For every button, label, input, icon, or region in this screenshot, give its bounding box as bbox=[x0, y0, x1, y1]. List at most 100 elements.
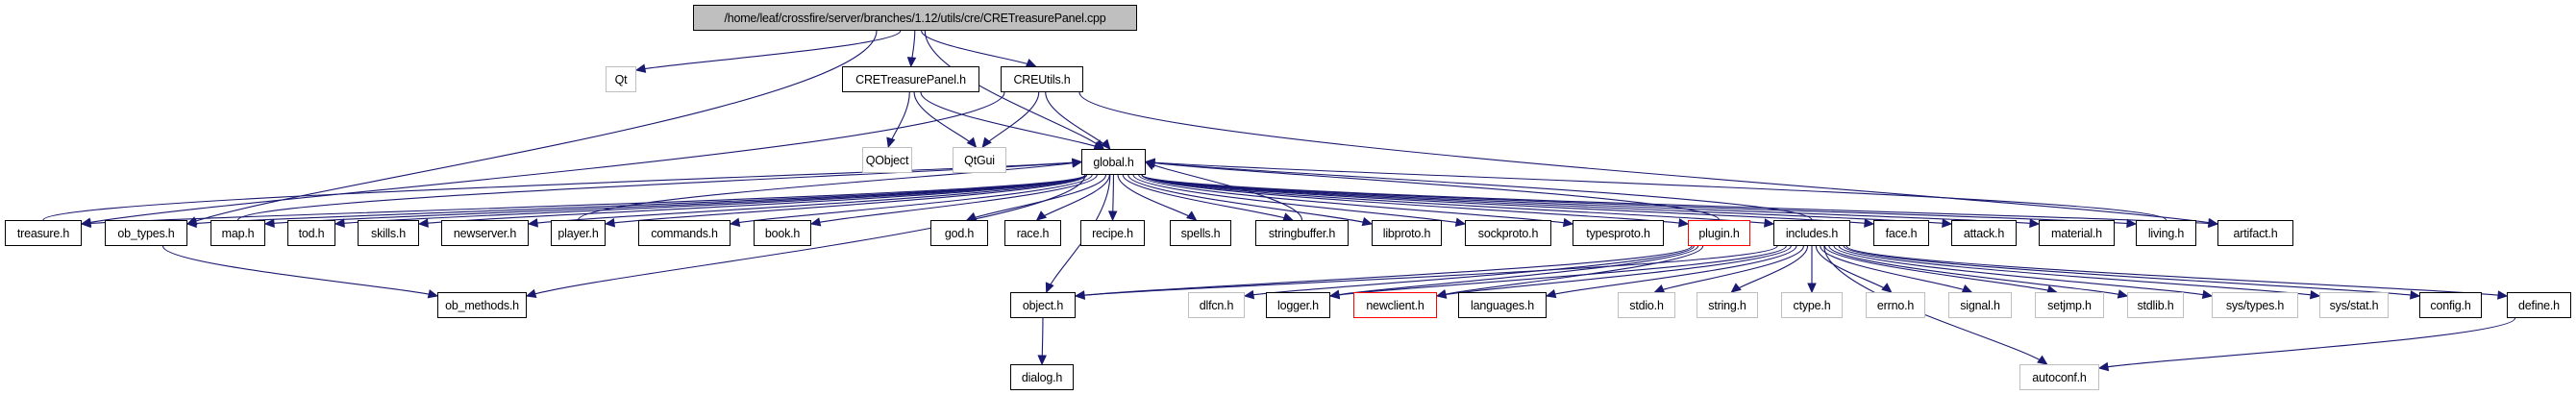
node-newclient-h[interactable]: newclient.h bbox=[1353, 292, 1437, 318]
node-CREUtils-h[interactable]: CREUtils.h bbox=[1001, 66, 1083, 92]
node-artifact-h[interactable]: artifact.h bbox=[2217, 220, 2293, 246]
node-dialog-h[interactable]: dialog.h bbox=[1010, 364, 1074, 390]
node-face-h[interactable]: face.h bbox=[1873, 220, 1929, 246]
node-CRETreasurePanel-h[interactable]: CRETreasurePanel.h bbox=[842, 66, 979, 92]
edge-arrowhead bbox=[186, 218, 197, 229]
edge-includes-h-to-object-h bbox=[1075, 245, 1778, 297]
edge-arrowhead bbox=[1037, 355, 1047, 366]
edge-arrowhead bbox=[1454, 217, 1467, 227]
node-map-h[interactable]: map.h bbox=[211, 220, 265, 246]
edge-arrowhead bbox=[604, 217, 616, 228]
edge-plugin-h-to-object-h bbox=[1075, 245, 1693, 297]
edge-global-h-to-attack-h bbox=[1141, 174, 1952, 225]
edge-CREUtils-h-to-QtGui bbox=[981, 91, 1040, 148]
node-QtGui: QtGui bbox=[953, 147, 1006, 173]
edge-global-h-to-includes-h bbox=[1141, 174, 1774, 225]
edge-arrowhead bbox=[527, 218, 538, 228]
node-stdio-h: stdio.h bbox=[1618, 292, 1675, 318]
edge-arrowhead bbox=[1678, 218, 1690, 228]
edge-arrowhead bbox=[2097, 361, 2110, 372]
edge-root-to-CREUtils-h bbox=[921, 30, 1036, 67]
edge-global-h-to-libproto-h bbox=[1127, 174, 1373, 225]
node-setjmp-h: setjmp.h bbox=[2035, 292, 2104, 318]
node-libproto-h[interactable]: libproto.h bbox=[1372, 220, 1442, 246]
node-stringbuffer-h[interactable]: stringbuffer.h bbox=[1255, 220, 1349, 246]
edge-arrowhead bbox=[809, 217, 822, 227]
node-ctype-h: ctype.h bbox=[1781, 292, 1843, 318]
node-ob-methods-h[interactable]: ob_methods.h bbox=[437, 292, 527, 318]
edge-includes-h-to-setjmp-h bbox=[1823, 245, 2057, 293]
edge-root-to-Qt bbox=[635, 30, 902, 71]
edge-includes-h-to-autoconf-h bbox=[1823, 245, 2047, 365]
node-logger-h[interactable]: logger.h bbox=[1266, 292, 1330, 318]
edge-includes-h-to-sys-types-h bbox=[1833, 245, 2213, 297]
node-newserver-h[interactable]: newserver.h bbox=[441, 220, 529, 246]
edge-global-h-to-stringbuffer-h bbox=[1122, 174, 1293, 221]
edge-includes-h-to-config-h bbox=[1843, 245, 2420, 297]
node-race-h[interactable]: race.h bbox=[1004, 220, 1061, 246]
node-string-h: string.h bbox=[1697, 292, 1758, 318]
node-god-h[interactable]: god.h bbox=[930, 220, 988, 246]
node-global-h[interactable]: global.h bbox=[1081, 149, 1146, 175]
edge-includes-h-to-logger-h bbox=[1329, 245, 1787, 297]
edge-CREUtils-h-to-artifact-h bbox=[1078, 91, 2218, 225]
node-object-h[interactable]: object.h bbox=[1010, 292, 1076, 318]
edge-includes-h-to-string-h bbox=[1731, 245, 1809, 293]
node-autoconf-h: autoconf.h bbox=[2019, 364, 2099, 390]
node-book-h[interactable]: book.h bbox=[754, 220, 811, 246]
edge-arrowhead bbox=[2117, 289, 2129, 299]
node-typesproto-h[interactable]: typesproto.h bbox=[1573, 220, 1664, 246]
node-living-h[interactable]: living.h bbox=[2136, 220, 2196, 246]
edge-arrowhead bbox=[1545, 288, 1557, 299]
node-recipe-h[interactable]: recipe.h bbox=[1080, 220, 1145, 246]
edge-arrowhead bbox=[634, 63, 647, 73]
edge-includes-h-to-stdlib-h bbox=[1828, 245, 2128, 297]
edge-arrowhead bbox=[886, 136, 896, 149]
edge-CREUtils-h-to-treasure-h bbox=[81, 91, 1005, 225]
edge-CREUtils-h-to-global-h bbox=[1045, 91, 1111, 150]
node-skills-h[interactable]: skills.h bbox=[358, 220, 419, 246]
node-material-h[interactable]: material.h bbox=[2039, 220, 2115, 246]
edge-arrowhead bbox=[427, 289, 439, 299]
edge-arrowhead bbox=[417, 218, 429, 228]
node-tod-h[interactable]: tod.h bbox=[287, 220, 335, 246]
edge-global-h-to-ob-methods-h bbox=[526, 174, 1086, 297]
edge-global-h-to-newserver-h bbox=[528, 174, 1086, 225]
node-plugin-h[interactable]: plugin.h bbox=[1688, 220, 1750, 246]
edge-living-h-to-global-h bbox=[1145, 160, 2167, 221]
node-sockproto-h[interactable]: sockproto.h bbox=[1465, 220, 1551, 246]
edge-includes-h-to-newclient-h bbox=[1436, 245, 1792, 297]
node-player-h[interactable]: player.h bbox=[551, 220, 606, 246]
edge-arrowhead bbox=[2208, 218, 2219, 229]
edge-arrowhead bbox=[2309, 289, 2321, 300]
edge-arrowhead bbox=[729, 217, 741, 228]
node-QObject: QObject bbox=[862, 147, 912, 173]
edge-arrowhead bbox=[334, 218, 345, 228]
edge-root-to-ob-types-h bbox=[186, 30, 878, 225]
edge-global-h-to-artifact-h bbox=[1141, 174, 2218, 225]
edge-root-to-global-h bbox=[924, 30, 1104, 150]
edge-arrowhead bbox=[1730, 283, 1742, 293]
node-config-h[interactable]: config.h bbox=[2419, 292, 2482, 318]
edge-global-h-to-material-h bbox=[1141, 174, 2040, 225]
node-ob-types-h[interactable]: ob_types.h bbox=[105, 220, 187, 246]
edge-global-h-to-face-h bbox=[1141, 174, 1874, 225]
node-includes-h[interactable]: includes.h bbox=[1773, 220, 1850, 246]
node-attack-h[interactable]: attack.h bbox=[1951, 220, 2017, 246]
edge-global-h-to-ob-types-h bbox=[186, 174, 1086, 225]
node-spells-h[interactable]: spells.h bbox=[1170, 220, 1231, 246]
node-define-h[interactable]: define.h bbox=[2507, 292, 2571, 318]
edge-arrowhead bbox=[80, 218, 91, 229]
node-treasure-h[interactable]: treasure.h bbox=[5, 220, 82, 246]
node-signal-h: signal.h bbox=[1948, 292, 2012, 318]
edge-arrowhead bbox=[1361, 216, 1374, 227]
edge-CRETreasurePanel-h-to-global-h bbox=[920, 91, 1104, 150]
edge-arrowhead bbox=[2497, 290, 2509, 300]
edge-arrowhead bbox=[966, 136, 978, 148]
node-Qt: Qt bbox=[606, 66, 636, 92]
node-commands-h[interactable]: commands.h bbox=[638, 220, 731, 246]
edge-player-h-to-global-h bbox=[577, 160, 1082, 221]
edge-global-h-to-race-h bbox=[1036, 174, 1110, 221]
node-languages-h[interactable]: languages.h bbox=[1458, 292, 1547, 318]
edge-arrowhead bbox=[1243, 289, 1255, 300]
